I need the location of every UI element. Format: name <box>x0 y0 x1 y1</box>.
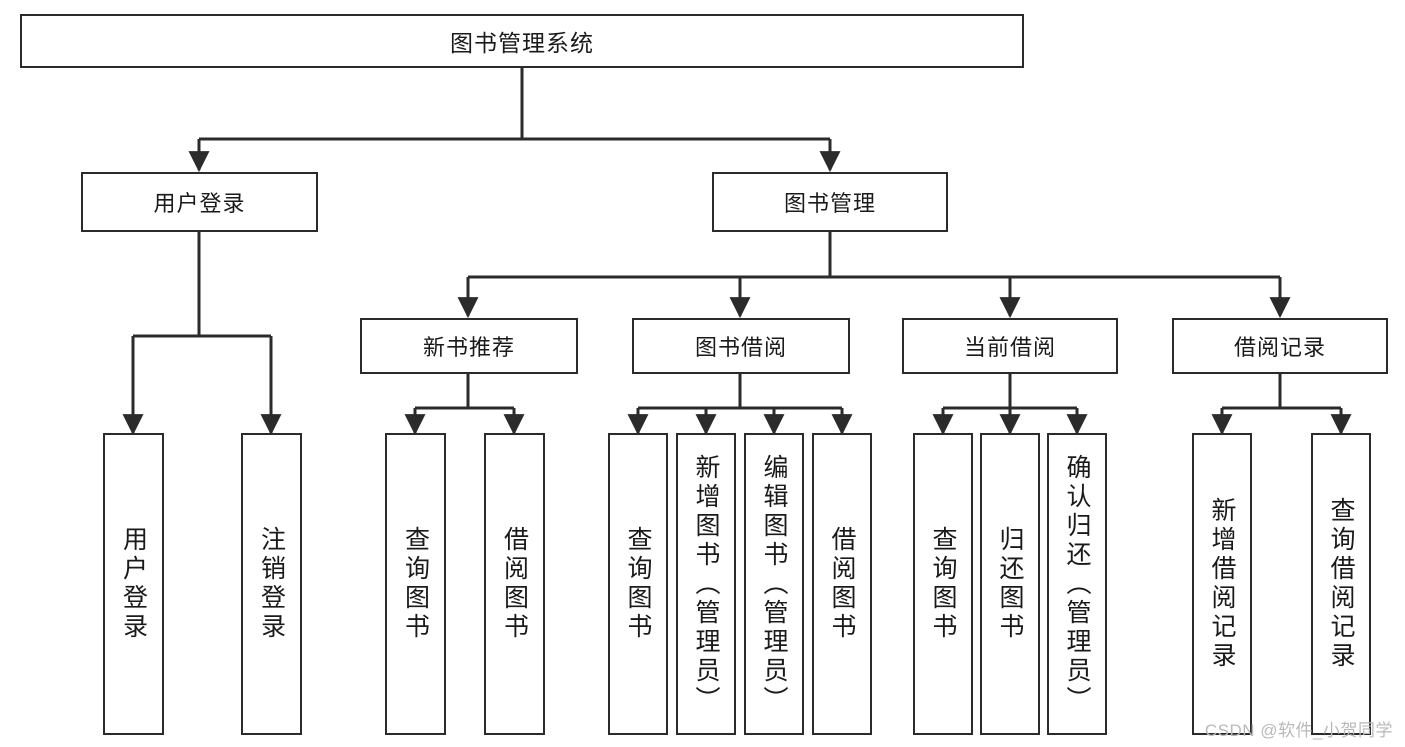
node-current-borrow-label: 当前借阅 <box>963 335 1056 360</box>
node-leaf-borrow-book-1-label: 借阅图书 <box>500 526 529 642</box>
watermark: CSDN @软件_小贺同学 <box>1204 721 1393 740</box>
node-book-borrow-label: 图书借阅 <box>694 335 787 360</box>
node-borrow-record[interactable]: 借阅记录 <box>1172 318 1388 374</box>
node-leaf-confirm-return-label: 确认归还（管理员） <box>1063 453 1091 715</box>
node-leaf-edit-book-label: 编辑图书（管理员） <box>760 453 788 715</box>
node-root[interactable]: 图书管理系统 <box>20 14 1024 68</box>
node-leaf-query-book-1-label: 查询图书 <box>401 526 430 642</box>
node-leaf-query-book-1[interactable]: 查询图书 <box>385 433 446 735</box>
node-leaf-add-record-label: 新增借阅记录 <box>1208 497 1236 671</box>
node-leaf-logout[interactable]: 注销登录 <box>241 433 302 735</box>
node-new-book-rec[interactable]: 新书推荐 <box>360 318 578 374</box>
node-leaf-query-record[interactable]: 查询借阅记录 <box>1311 433 1371 735</box>
node-leaf-user-login[interactable]: 用户登录 <box>103 433 164 735</box>
node-book-manage-label: 图书管理 <box>783 191 876 216</box>
node-leaf-query-book-2[interactable]: 查询图书 <box>608 433 668 735</box>
node-root-label: 图书管理系统 <box>450 30 594 56</box>
node-new-book-rec-label: 新书推荐 <box>422 335 515 360</box>
node-leaf-query-book-2-label: 查询图书 <box>624 526 652 642</box>
node-leaf-borrow-book-2[interactable]: 借阅图书 <box>812 433 872 735</box>
node-current-borrow[interactable]: 当前借阅 <box>902 318 1118 374</box>
node-leaf-add-book-label: 新增图书（管理员） <box>692 453 720 715</box>
node-leaf-return-book[interactable]: 归还图书 <box>980 433 1040 735</box>
node-leaf-logout-label: 注销登录 <box>257 526 286 642</box>
node-leaf-query-book-3-label: 查询图书 <box>929 526 957 642</box>
node-leaf-return-book-label: 归还图书 <box>996 526 1024 642</box>
node-leaf-edit-book[interactable]: 编辑图书（管理员） <box>744 433 804 735</box>
node-borrow-record-label: 借阅记录 <box>1233 335 1326 360</box>
node-book-manage[interactable]: 图书管理 <box>712 172 948 232</box>
node-leaf-borrow-book-1[interactable]: 借阅图书 <box>484 433 545 735</box>
node-user-login-label: 用户登录 <box>153 191 246 216</box>
node-user-login[interactable]: 用户登录 <box>81 172 318 232</box>
node-leaf-add-record[interactable]: 新增借阅记录 <box>1192 433 1252 735</box>
node-leaf-query-record-label: 查询借阅记录 <box>1327 497 1355 671</box>
node-leaf-add-book[interactable]: 新增图书（管理员） <box>676 433 736 735</box>
node-leaf-user-login-label: 用户登录 <box>119 526 148 642</box>
node-book-borrow[interactable]: 图书借阅 <box>632 318 850 374</box>
node-leaf-confirm-return[interactable]: 确认归还（管理员） <box>1047 433 1107 735</box>
node-leaf-borrow-book-2-label: 借阅图书 <box>828 526 856 642</box>
node-leaf-query-book-3[interactable]: 查询图书 <box>913 433 973 735</box>
